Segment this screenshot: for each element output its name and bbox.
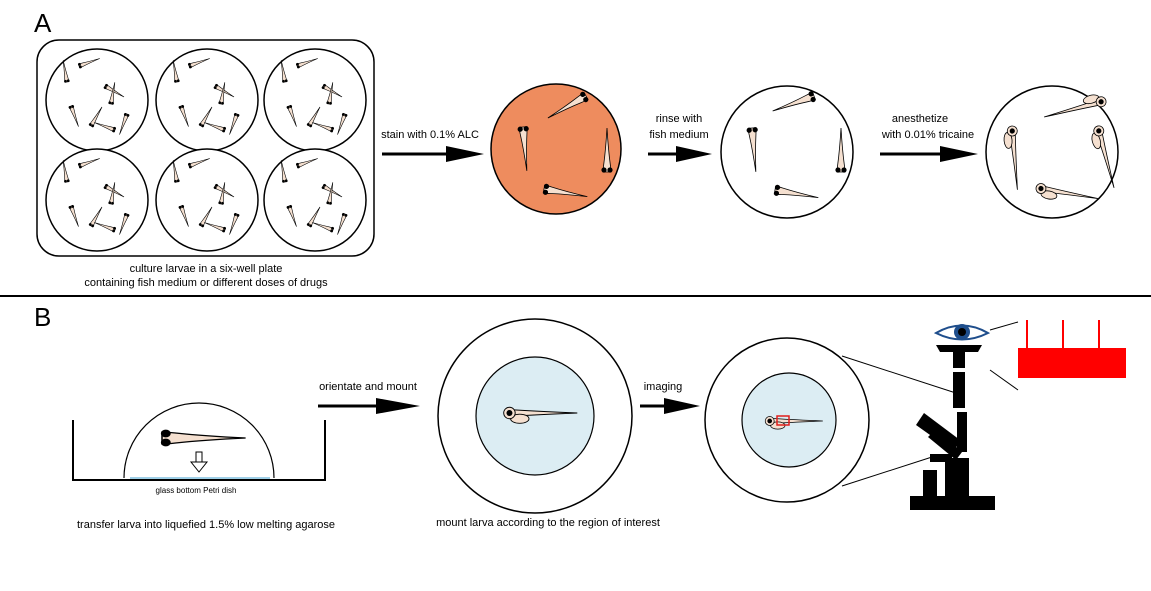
arrow-stain xyxy=(382,146,484,162)
imaging-dish xyxy=(704,337,870,503)
well-4 xyxy=(46,149,148,251)
panel-b-label: B xyxy=(34,302,51,332)
roi-box xyxy=(776,415,790,426)
dish-label: glass bottom Petri dish xyxy=(156,486,237,495)
transfer-caption: transfer larva into liquefied 1.5% low m… xyxy=(77,519,335,531)
microscope-icon xyxy=(841,345,995,510)
six-well-plate xyxy=(36,39,375,257)
arrow-rinse xyxy=(648,146,712,162)
panel-a-label: A xyxy=(34,8,52,38)
arrow-anesthetize xyxy=(880,146,978,162)
well-2 xyxy=(156,49,258,151)
signal-bars-icon xyxy=(1018,320,1126,378)
anesthetized-well xyxy=(985,85,1120,219)
plate-caption-line2: containing fish medium or different dose… xyxy=(84,277,328,289)
step-stain-label: stain with 0.1% ALC xyxy=(381,129,479,141)
step-anesthetize-label-2: with 0.01% tricaine xyxy=(881,129,974,141)
down-arrow-icon xyxy=(189,451,209,473)
petri-dish xyxy=(72,402,326,481)
well-6 xyxy=(264,149,366,251)
well-3 xyxy=(264,49,366,151)
output-line-1 xyxy=(989,321,1019,331)
mounted-dish xyxy=(437,318,633,514)
step-rinse-label-1: rinse with xyxy=(656,113,702,125)
step-rinse-label-2: fish medium xyxy=(649,129,708,141)
step-anesthetize-label-1: anesthetize xyxy=(892,113,948,125)
eye-icon xyxy=(933,324,991,341)
arrow-imaging xyxy=(640,398,700,414)
mount-caption: mount larva according to the region of i… xyxy=(436,517,660,529)
step-imaging-label: imaging xyxy=(644,381,683,393)
arrow-orientate xyxy=(318,398,420,414)
step-orientate-label: orientate and mount xyxy=(319,381,417,393)
output-line-2 xyxy=(989,369,1019,391)
stained-well xyxy=(490,83,622,215)
well-5 xyxy=(156,149,258,251)
rinsed-well xyxy=(720,85,854,219)
plate-caption-line1: culture larvae in a six-well plate xyxy=(130,263,283,275)
well-1 xyxy=(46,49,148,151)
